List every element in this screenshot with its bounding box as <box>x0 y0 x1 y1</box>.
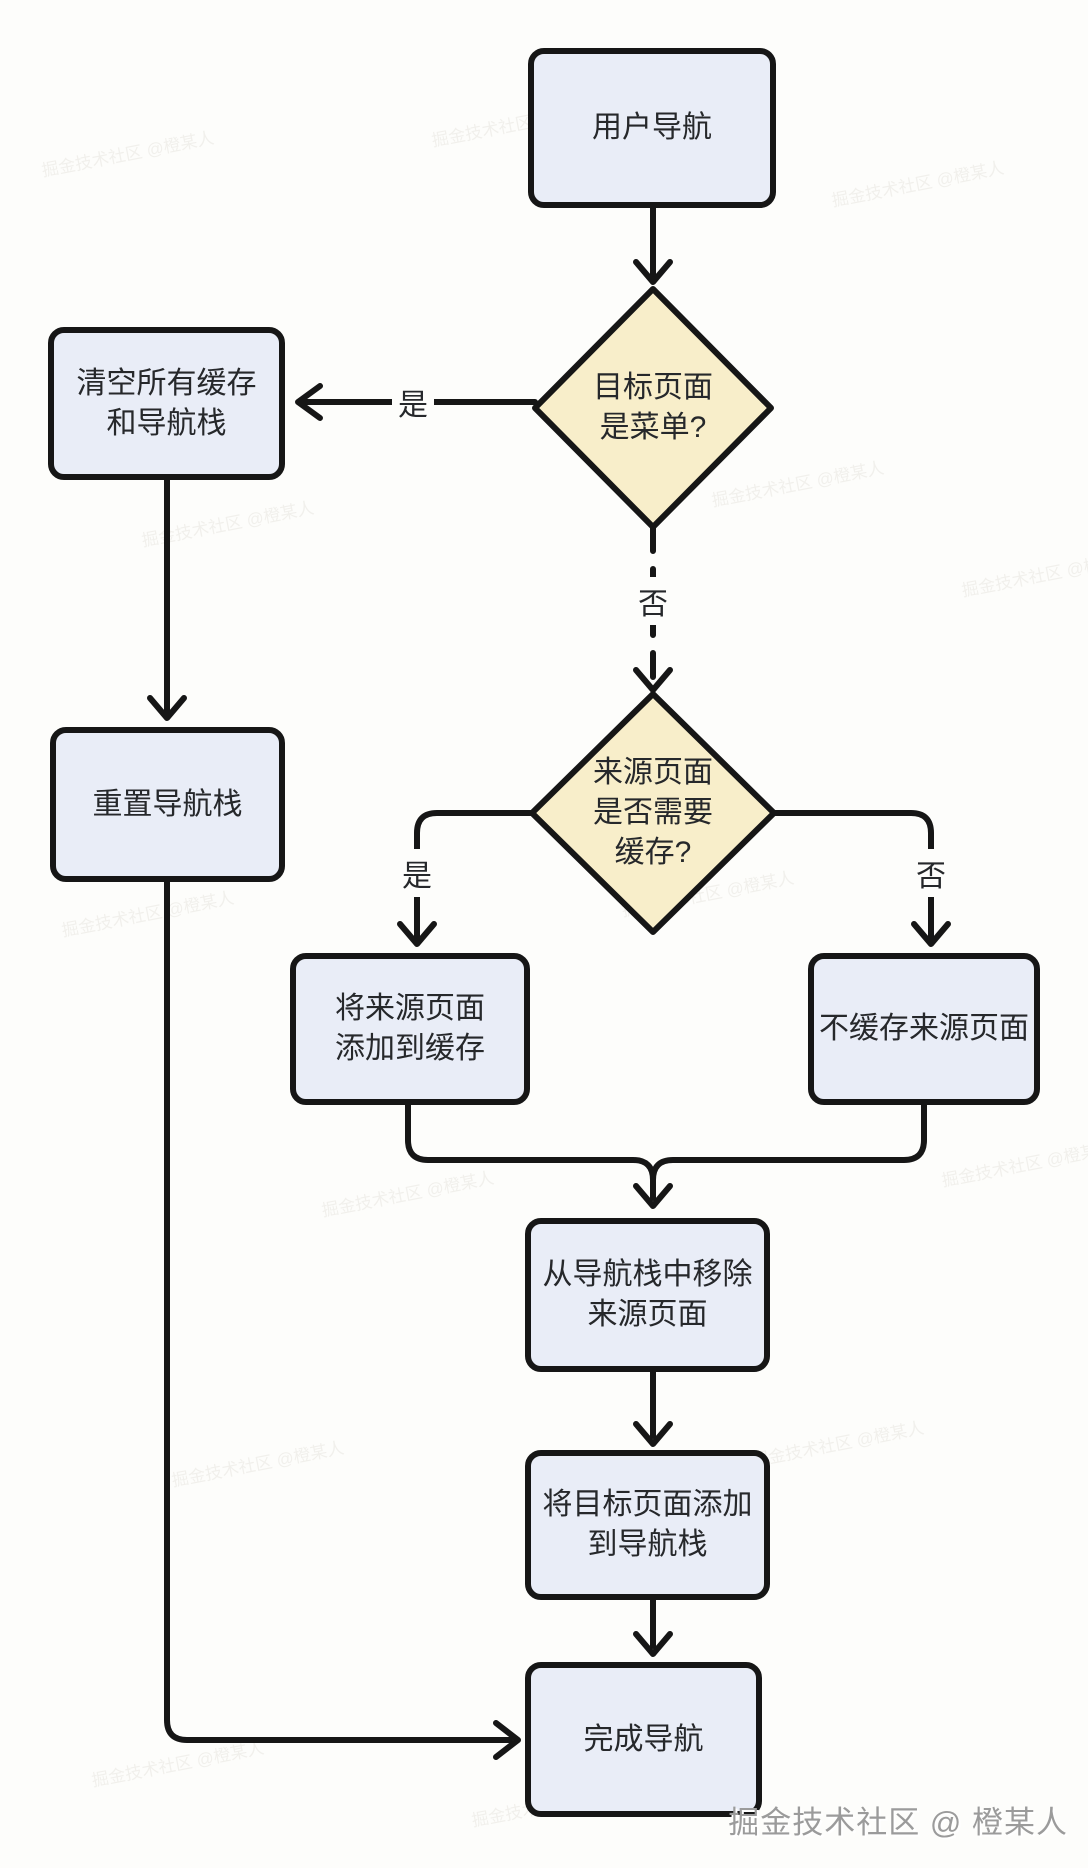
node-clear-cache: 清空所有缓存 和导航栈 <box>48 327 285 480</box>
decision-target-is-menu-shape <box>532 286 774 530</box>
edge-addcache-to-merge <box>405 1102 656 1183</box>
edge-decision2-to-addcache <box>414 810 538 941</box>
edge-label-no-menu: 否 <box>632 577 674 625</box>
node-no-cache: 不缓存来源页面 <box>808 953 1040 1105</box>
node-reset-stack: 重置导航栈 <box>50 727 285 882</box>
node-user-nav: 用户导航 <box>528 48 776 208</box>
arrowhead-down-icon <box>633 259 673 285</box>
edge-decision2-to-nocache <box>768 810 934 941</box>
edge-label-yes-menu: 是 <box>392 378 434 426</box>
arrowhead-down-icon <box>633 1183 673 1209</box>
node-push-target: 将目标页面添加 到导航栈 <box>525 1450 770 1600</box>
arrowhead-left-icon <box>295 383 323 421</box>
edge-resetstack-to-finish <box>164 879 513 1743</box>
arrowhead-down-icon <box>633 1421 673 1447</box>
decision-need-cache-label: 来源页面 是否需要 缓存? <box>593 756 713 869</box>
arrowhead-down-icon <box>633 1631 673 1657</box>
credit-watermark: 掘金技术社区 @ 橙某人 <box>728 1805 1068 1840</box>
node-add-to-cache: 将来源页面 添加到缓存 <box>290 953 530 1105</box>
decision-need-cache-shape <box>529 691 777 935</box>
arrowhead-right-icon <box>493 1720 521 1760</box>
arrowhead-down-icon <box>911 921 951 947</box>
arrowhead-down-icon <box>397 921 437 947</box>
edge-label-yes-cache: 是 <box>396 849 438 897</box>
edge-nocache-to-merge <box>650 1102 927 1183</box>
decision-target-is-menu-label: 目标页面 是菜单? <box>593 371 713 444</box>
arrowhead-down-icon <box>633 667 673 693</box>
node-remove-source: 从导航栈中移除 来源页面 <box>525 1218 770 1372</box>
edge-label-no-cache: 否 <box>910 849 952 897</box>
arrowhead-down-icon <box>147 695 187 721</box>
node-finish: 完成导航 <box>525 1662 762 1817</box>
